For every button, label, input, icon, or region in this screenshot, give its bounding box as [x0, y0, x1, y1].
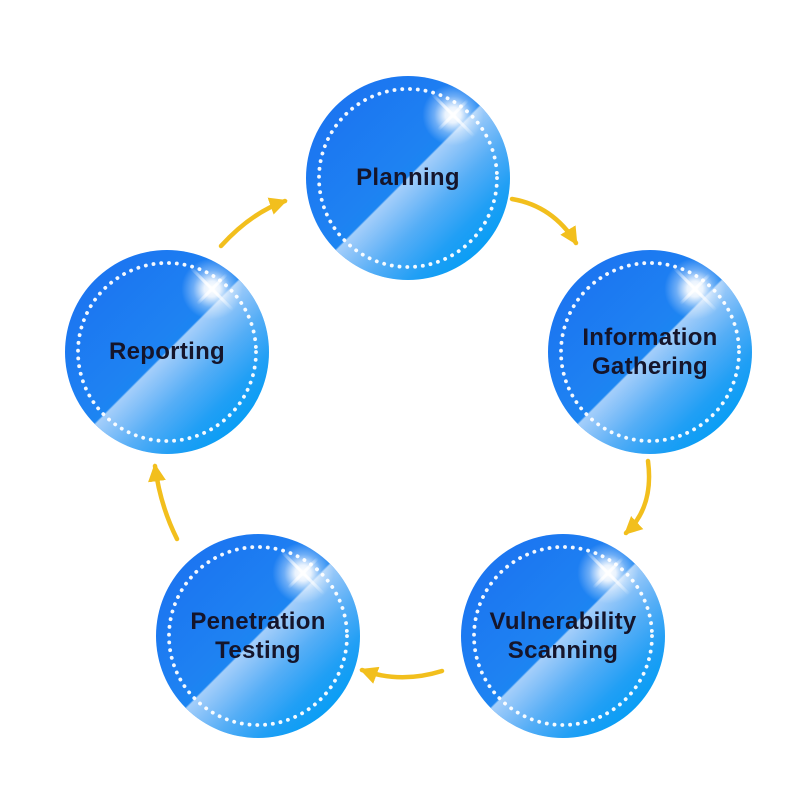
stage-label-vulnerability-scanning: Vulnerability Scanning	[489, 607, 637, 664]
dotted-ring	[559, 261, 741, 443]
arrow-planning-to-information-gathering	[509, 196, 579, 246]
shine-starburst-icon	[659, 253, 730, 324]
stage-circle-penetration-testing: Penetration Testing	[156, 534, 360, 738]
shine-starburst-icon	[267, 537, 338, 608]
arrow-vulnerability-scanning-to-penetration-testing	[359, 666, 445, 684]
stage-label-information-gathering: Information Gathering	[582, 323, 718, 380]
stage-label-planning: Planning	[356, 164, 460, 192]
dotted-ring	[317, 87, 499, 269]
stage-circle-vulnerability-scanning: Vulnerability Scanning	[461, 534, 665, 738]
shine-starburst-icon	[572, 537, 643, 608]
stage-circle-planning: Planning	[306, 76, 510, 280]
arrow-information-gathering-to-vulnerability-scanning	[623, 458, 652, 536]
stage-circle-information-gathering: Information Gathering	[548, 250, 752, 454]
dotted-ring	[167, 545, 349, 727]
dotted-ring	[472, 545, 654, 727]
stage-circle-reporting: Reporting	[65, 250, 269, 454]
dotted-ring	[76, 261, 258, 443]
arrow-penetration-testing-to-reporting	[148, 463, 180, 542]
arrow-reporting-to-planning	[218, 197, 288, 249]
shine-starburst-icon	[176, 253, 247, 324]
stage-label-reporting: Reporting	[108, 338, 226, 366]
shine-starburst-icon	[417, 79, 488, 150]
stage-label-penetration-testing: Penetration Testing	[190, 607, 326, 664]
